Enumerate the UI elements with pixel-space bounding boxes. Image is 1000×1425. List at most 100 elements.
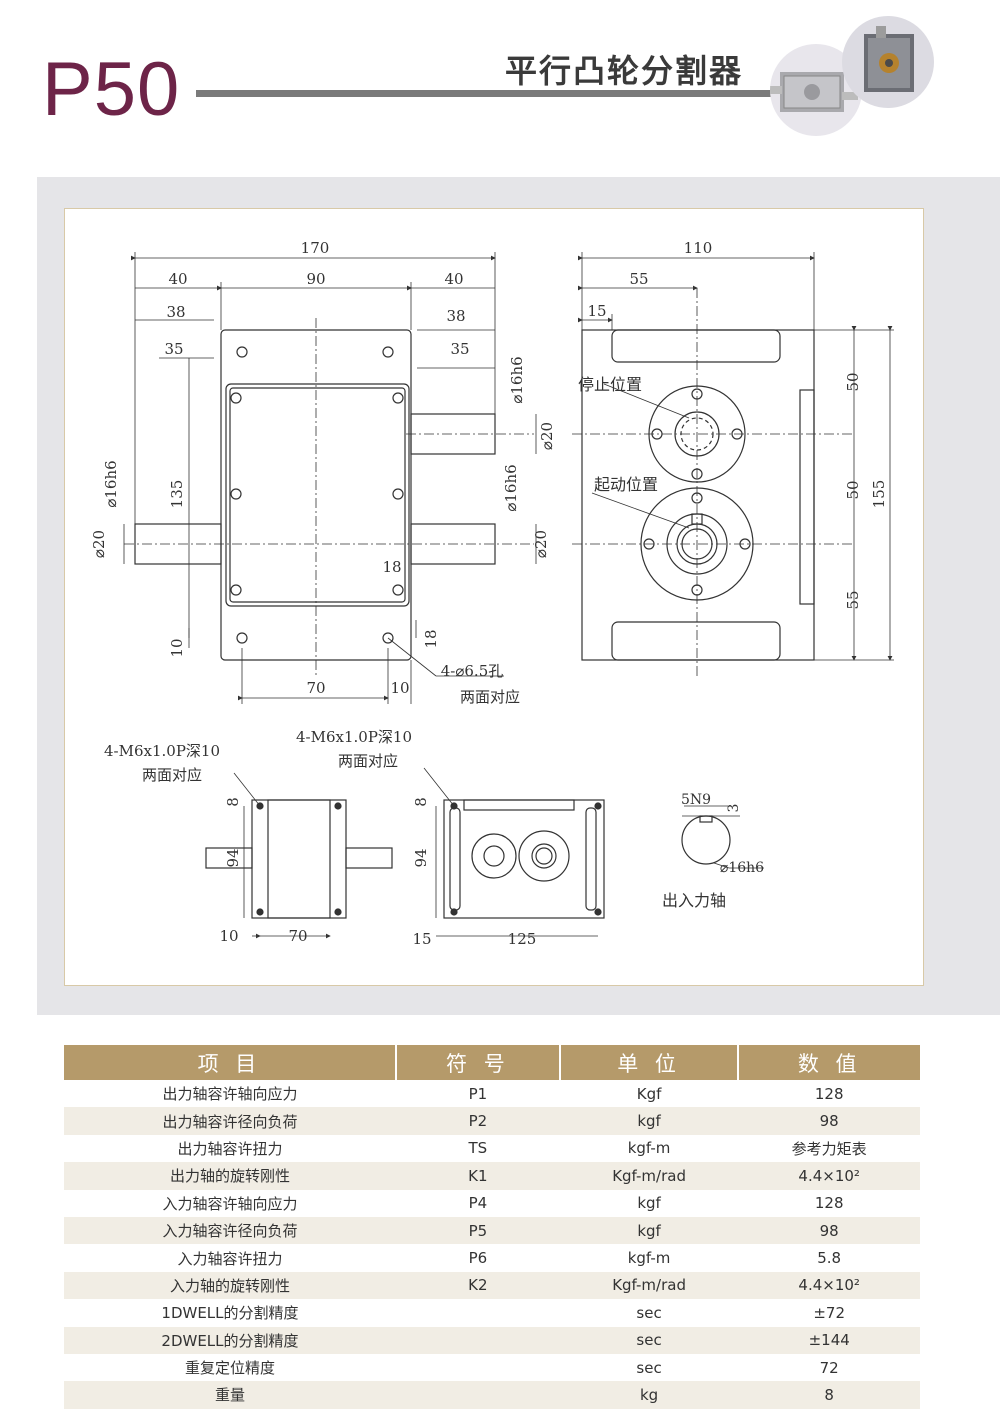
dim-text: 8 xyxy=(412,797,430,807)
tap-note: 4-M6x1.0P深10 xyxy=(104,742,220,760)
cell-item: 入力轴容许轴向应力 xyxy=(162,1194,298,1213)
table-row: 出力轴的旋转刚性 K1 Kgf-m/rad 4.4×10² xyxy=(64,1162,920,1190)
dim-text: 155 xyxy=(870,480,888,509)
cell-item: 1DWELL的分割精度 xyxy=(161,1304,299,1323)
dim-text: 38 xyxy=(446,307,465,325)
cell-symbol xyxy=(396,1299,560,1326)
cell-item: 出力轴容许轴向应力 xyxy=(162,1085,298,1104)
shaft-dim: ⌀20 xyxy=(532,530,550,558)
table-row: 出力轴容许扭力 TS kgf-m 参考力矩表 xyxy=(64,1135,920,1162)
cell-item: 入力轴容许径向负荷 xyxy=(64,1216,396,1245)
cell-value: 72 xyxy=(819,1358,839,1377)
bottom-view-left xyxy=(251,799,347,919)
cell-item: 重量 xyxy=(64,1381,396,1409)
table-row: 出力轴容许径向负荷 P2 kgf 98 xyxy=(64,1107,920,1135)
key-dim: ⌀16h6 xyxy=(720,860,764,876)
tap-note: 4-M6x1.0P深10 xyxy=(296,728,412,746)
cell-symbol xyxy=(395,1326,560,1354)
bottom-view-right xyxy=(443,799,605,919)
table-row: 2DWELL的分割精度 sec ±144 xyxy=(64,1326,920,1354)
input-shaft-right xyxy=(410,523,496,565)
cell-unit: Kgf-m/rad xyxy=(559,1162,739,1190)
dim-text: 110 xyxy=(684,239,713,257)
cell-unit: kgf-m xyxy=(627,1139,671,1158)
cell-unit: sec xyxy=(636,1358,662,1377)
dim-text: 135 xyxy=(168,480,186,509)
hole-note: 4-⌀6.5孔 xyxy=(441,662,504,680)
dim-text: 18 xyxy=(382,558,401,576)
shaft-dim: ⌀20 xyxy=(538,422,556,450)
key-shaft-circle xyxy=(681,815,731,865)
tap-note: 两面对应 xyxy=(338,752,398,770)
cell-value: 4.4×10² xyxy=(738,1162,920,1190)
dim-text: 18 xyxy=(422,629,440,648)
start-position-label: 起动位置 xyxy=(594,475,658,494)
table-row: 重复定位精度 sec 72 xyxy=(64,1354,920,1381)
spec-table: 项 目 符 号 单 位 数 值 出力轴容许轴向应力 P1 Kgf 128 出力轴… xyxy=(64,1045,920,1409)
cell-item: 入力轴容许扭力 xyxy=(177,1249,283,1268)
shaft-dim: ⌀20 xyxy=(90,530,108,558)
dim-text: 50 xyxy=(844,480,862,499)
table-row: 入力轴的旋转刚性 K2 Kgf-m/rad 4.4×10² xyxy=(64,1271,920,1300)
dim-text: 170 xyxy=(301,239,330,257)
dim-text: 40 xyxy=(444,270,463,288)
shaft-dim: ⌀16h6 xyxy=(102,460,120,507)
cell-value: 5.8 xyxy=(817,1249,842,1268)
dim-text: 55 xyxy=(844,590,862,609)
shaft-dim: ⌀16h6 xyxy=(502,464,520,511)
table-row: 重量 kg 8 xyxy=(64,1381,920,1409)
dim-text: 15 xyxy=(412,930,431,948)
cell-value: 128 xyxy=(814,1194,844,1213)
cell-item: 出力轴容许扭力 xyxy=(177,1139,283,1158)
cell-symbol: P4 xyxy=(468,1194,488,1213)
col-header-unit: 单 位 xyxy=(559,1045,740,1080)
dim-text: 50 xyxy=(844,372,862,391)
dim-text: 10 xyxy=(390,679,409,697)
cell-symbol: P2 xyxy=(395,1107,560,1135)
table-header-row: 项 目 符 号 单 位 数 值 xyxy=(64,1045,920,1080)
cell-unit: kg xyxy=(559,1381,739,1409)
hole-note: 两面对应 xyxy=(460,688,520,706)
tap-note: 两面对应 xyxy=(142,766,202,784)
cell-value: ±72 xyxy=(813,1303,846,1322)
shaft-dim: ⌀16h6 xyxy=(508,356,526,403)
drawing-sheet xyxy=(64,208,924,986)
key-label: 出入力轴 xyxy=(662,891,726,910)
col-header-value: 数 值 xyxy=(738,1045,920,1080)
table-row: 1DWELL的分割精度 sec ±72 xyxy=(64,1299,920,1326)
table-row: 入力轴容许轴向应力 P4 kgf 128 xyxy=(64,1190,920,1217)
cell-unit: Kgf xyxy=(636,1084,662,1103)
col-header-item: 项 目 xyxy=(64,1045,397,1080)
cell-value: 参考力矩表 xyxy=(791,1139,867,1158)
cell-unit: kgf xyxy=(559,1107,739,1135)
technical-drawing: 170 40 90 40 38 38 35 35 135 18 10 70 10… xyxy=(90,239,894,948)
cell-symbol: K2 xyxy=(395,1271,560,1300)
cell-item: 出力轴的旋转刚性 xyxy=(64,1162,396,1190)
dim-text: 35 xyxy=(450,340,469,358)
dim-text: 90 xyxy=(306,270,325,288)
dim-text: 94 xyxy=(224,848,242,867)
cell-symbol: P1 xyxy=(468,1084,488,1103)
cell-value: 8 xyxy=(738,1381,920,1409)
dim-text: 38 xyxy=(166,303,185,321)
cell-symbol: K1 xyxy=(395,1162,560,1190)
cell-symbol: TS xyxy=(468,1139,488,1158)
cell-symbol xyxy=(396,1354,560,1381)
dim-text: 10 xyxy=(168,638,186,657)
cell-item: 入力轴的旋转刚性 xyxy=(64,1271,396,1300)
table-row: 出力轴容许轴向应力 P1 Kgf 128 xyxy=(64,1080,920,1107)
cell-item: 2DWELL的分割精度 xyxy=(64,1326,396,1354)
dim-text: 8 xyxy=(224,797,242,807)
cell-value: 128 xyxy=(814,1084,844,1103)
table-row: 入力轴容许径向负荷 P5 kgf 98 xyxy=(64,1216,920,1245)
cell-symbol: P5 xyxy=(395,1216,560,1245)
cell-value: ±144 xyxy=(738,1326,920,1354)
table-row: 入力轴容许扭力 P6 kgf-m 5.8 xyxy=(64,1244,920,1271)
product-name: 平行凸轮分割器 xyxy=(505,52,744,90)
cell-value: 98 xyxy=(738,1216,920,1245)
key-dim: 5N9 xyxy=(681,792,711,808)
cell-item: 出力轴容许径向负荷 xyxy=(64,1107,396,1135)
cell-unit: sec xyxy=(559,1326,739,1354)
key-dim: 3 xyxy=(726,804,742,813)
cell-value: 4.4×10² xyxy=(738,1271,920,1300)
